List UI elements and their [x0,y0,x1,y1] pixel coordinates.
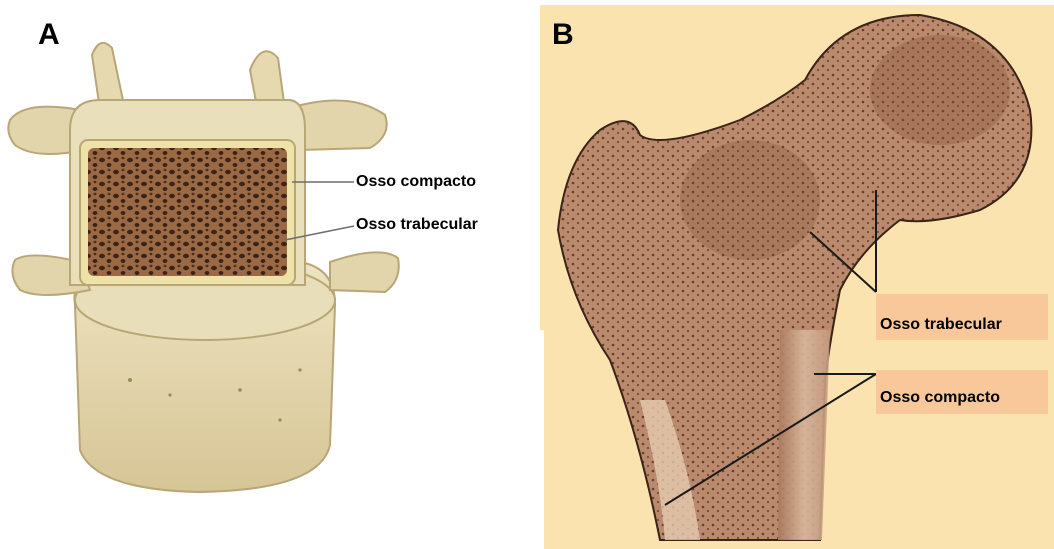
panel-letter-b: B [552,18,574,52]
label-trabecular-bone-a: Osso trabecular [356,216,478,234]
label-compact-bone-a: Osso compacto [356,173,476,191]
trabecular-bone-interior [88,148,287,276]
label-compact-bone-b: Osso compacto [880,389,1000,407]
vertebra-illustration [0,0,540,549]
label-trabecular-bone-b: Osso trabecular [880,316,1002,334]
panel-b-femur: B Osso trabecular Osso compacto [540,0,1054,549]
femur-section-photo [540,0,1054,549]
panel-a-vertebra: A Osso compacto Osso trabecular [0,0,540,549]
panel-letter-a: A [38,18,60,52]
